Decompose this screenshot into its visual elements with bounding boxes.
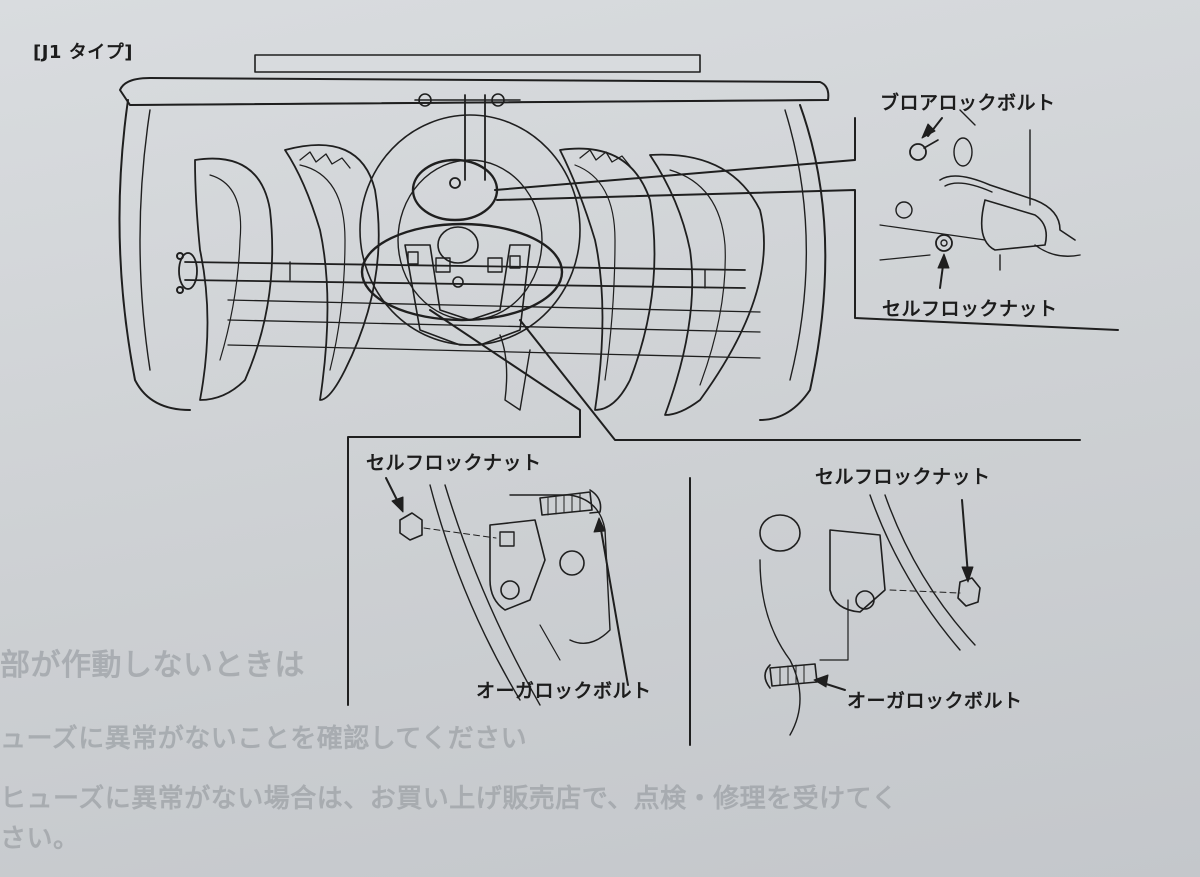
type-tag: [J1 タイプ] [33, 42, 133, 63]
auger-lock-bolt-label-left: オーガロックボルト [476, 680, 652, 702]
blower-lock-bolt-label: ブロアロックボルト [880, 92, 1056, 114]
self-lock-nut-label-top: セルフロックナット [882, 298, 1058, 320]
self-lock-nut-label-left: セルフロックナット [366, 452, 542, 474]
bleed-line-3: さい。 [0, 824, 80, 854]
self-lock-nut-label-right: セルフロックナット [815, 466, 991, 488]
bleed-heading: 部が作動しないときは [0, 648, 305, 683]
bleed-line-2: ヒューズに異常がない場合は、お買い上げ販売店で、点検・修理を受けてく [0, 784, 898, 814]
auger-lock-bolt-label-right: オーガロックボルト [847, 690, 1023, 712]
bleed-line-1: ューズに異常がないことを確認してください [0, 724, 528, 754]
